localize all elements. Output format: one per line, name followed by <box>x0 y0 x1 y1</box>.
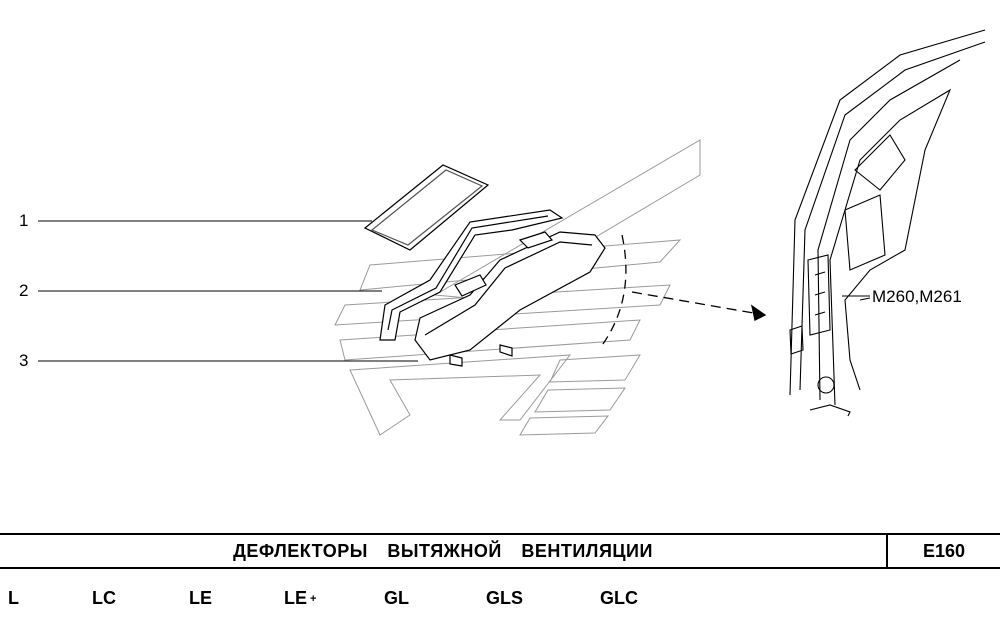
diagram-code: E160 <box>922 541 966 561</box>
deflector-body-part-3 <box>414 231 606 367</box>
variant-l: L <box>8 588 19 608</box>
diagram-title: ДЕФЛЕКТОРЫ ВЫТЯЖНОЙ ВЕНТИЛЯЦИИ <box>233 541 653 561</box>
title-divider <box>886 535 888 567</box>
deflector-cover-part-1 <box>363 164 490 251</box>
variant-glc: GLC <box>600 588 638 608</box>
callout-2: 2 <box>19 281 29 300</box>
variant-le-plus: LE+ <box>284 588 317 608</box>
variant-le: LE <box>189 588 213 608</box>
reference-arrow <box>599 234 767 349</box>
variant-lc: LC <box>92 588 116 608</box>
callout-3: 3 <box>19 351 29 370</box>
callout-1: 1 <box>19 211 29 230</box>
leader-lines <box>38 220 870 362</box>
parts-diagram <box>38 29 986 436</box>
variant-gl: GL <box>384 588 409 608</box>
variant-gls: GLS <box>486 588 524 608</box>
title-block: ДЕФЛЕКТОРЫ ВЫТЯЖНОЙ ВЕНТИЛЯЦИИ E160 <box>0 533 1000 569</box>
body-side-panel <box>789 29 986 417</box>
deflector-gasket-part-2 <box>379 209 564 341</box>
reference-label: M260,M261 <box>872 287 962 306</box>
